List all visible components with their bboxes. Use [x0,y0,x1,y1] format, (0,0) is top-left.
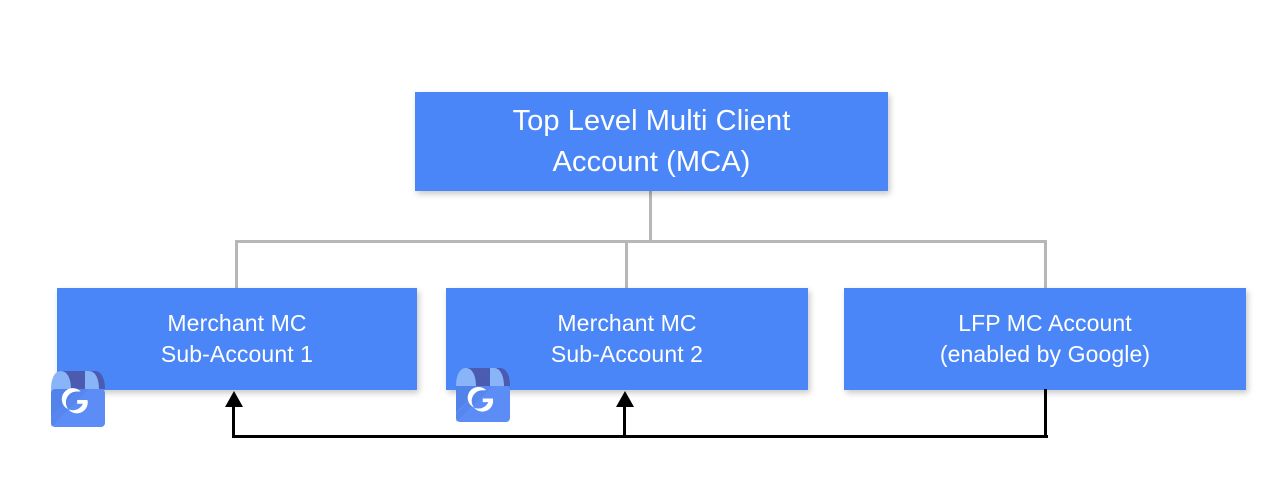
connector-drop-sub-account-2 [625,240,628,290]
node-merchant-sub-account-1-label: Merchant MC Sub-Account 1 [160,310,314,367]
node-top-level-mca-label: Top Level Multi Client Account (MCA) [512,104,791,178]
node-merchant-sub-account-2-label: Merchant MC Sub-Account 2 [550,310,704,367]
google-business-profile-storefront-icon [456,368,510,422]
node-lfp-mc-account[interactable]: LFP MC Account (enabled by Google) [844,288,1246,390]
connector-horizontal-bus [235,240,1047,243]
arrowhead-sub-account-2-icon [616,391,634,407]
flow-line-to-sub-account-1 [232,404,235,437]
flow-line-to-sub-account-2 [623,404,626,437]
google-business-profile-storefront-icon [51,371,105,427]
connector-drop-lfp-account [1044,240,1047,290]
node-lfp-mc-account-label: LFP MC Account (enabled by Google) [939,310,1151,367]
flow-line-lfp-down [1044,389,1047,438]
node-top-level-mca[interactable]: Top Level Multi Client Account (MCA) [415,92,888,191]
connector-mca-stem [649,191,652,243]
connector-drop-sub-account-1 [235,240,238,290]
node-merchant-sub-account-1[interactable]: Merchant MC Sub-Account 1 [57,288,417,390]
arrowhead-sub-account-1-icon [225,391,243,407]
flow-line-horizontal [232,435,1048,438]
